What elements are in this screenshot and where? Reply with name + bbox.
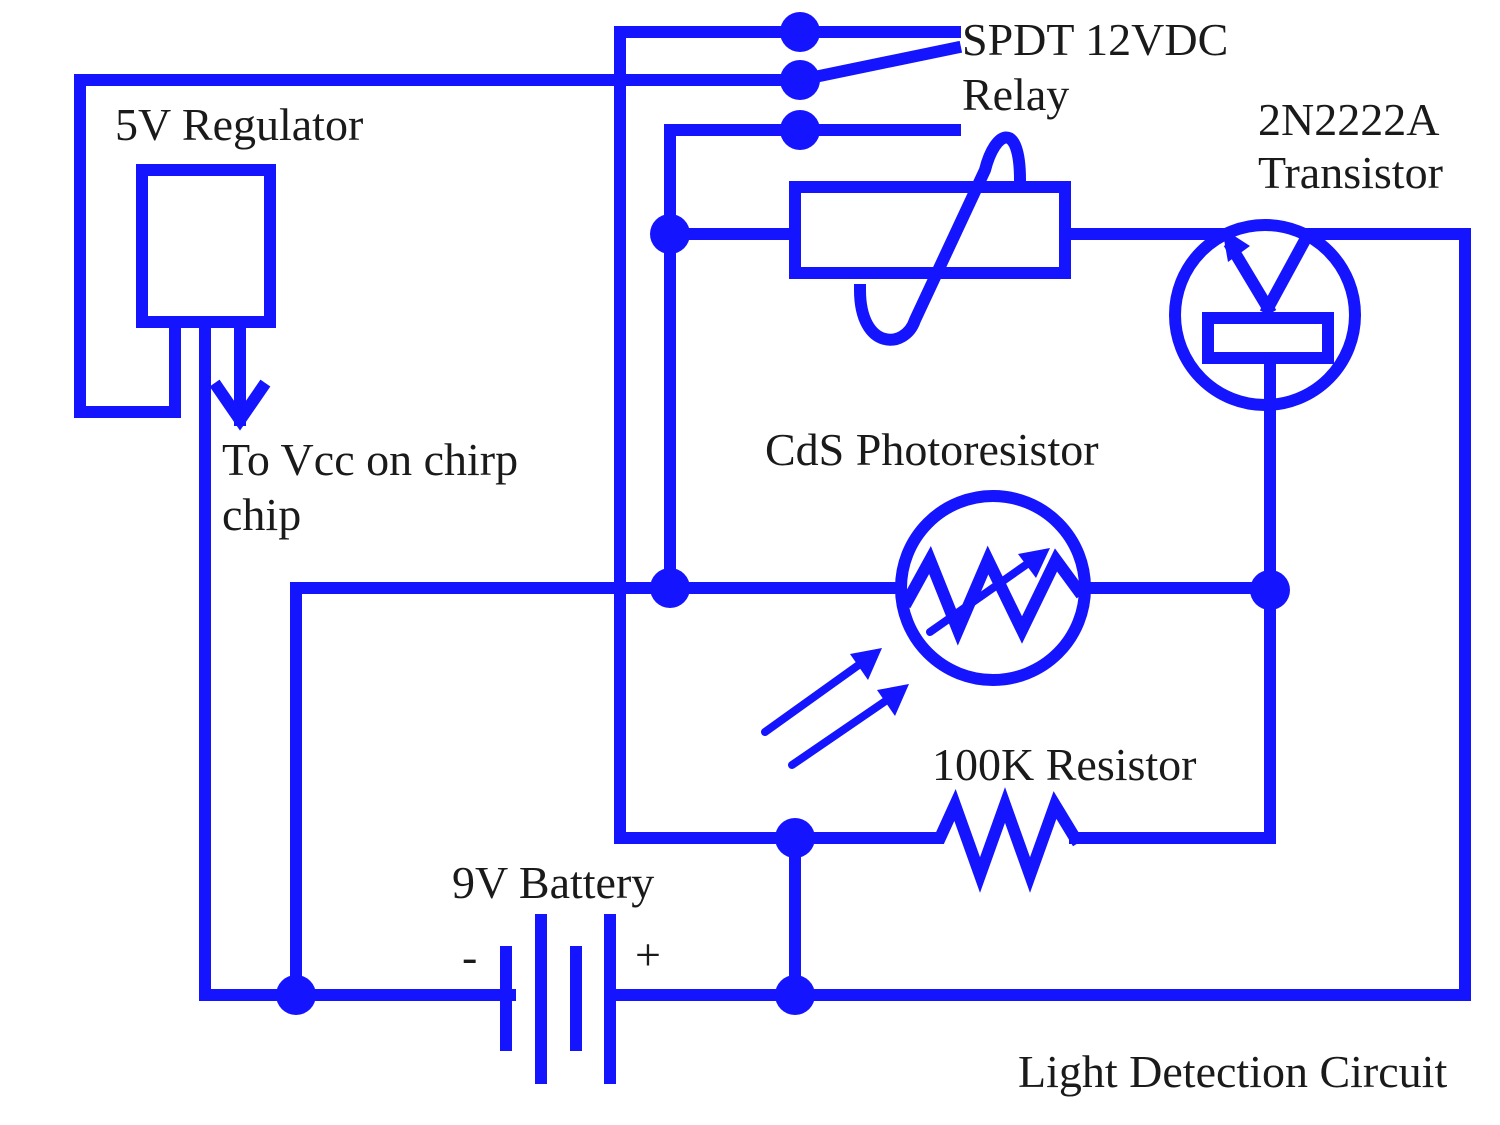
vcc-arrow-icon bbox=[209, 379, 271, 431]
relay-nc-terminal bbox=[780, 12, 820, 52]
battery bbox=[500, 832, 1471, 1084]
photoresistor-variable-arrow bbox=[926, 558, 1034, 636]
photoresistor bbox=[761, 490, 1276, 769]
regulator-ground-wire bbox=[199, 316, 516, 1001]
diagram-caption: Light Detection Circuit bbox=[1018, 1046, 1447, 1097]
photoresistor-label: CdS Photoresistor bbox=[765, 424, 1099, 475]
battery-positive-label: + bbox=[635, 929, 661, 980]
battery-negative-label: - bbox=[462, 931, 477, 982]
light-ray-lower bbox=[788, 696, 891, 769]
photoresistor-circle bbox=[895, 490, 1091, 686]
variable-arrowhead-icon bbox=[1018, 548, 1050, 578]
relay-no-terminal bbox=[780, 110, 820, 150]
relay-common-terminal bbox=[780, 60, 820, 100]
transistor-collector-lead bbox=[1259, 231, 1314, 317]
relay-label-line2: Relay bbox=[962, 69, 1069, 120]
photoresistor-left-wire bbox=[290, 582, 906, 1001]
transistor-collector-wire bbox=[1304, 228, 1471, 1001]
relay-coil-body bbox=[789, 181, 1071, 279]
junction-node bbox=[775, 818, 815, 858]
junction-node bbox=[775, 975, 815, 1015]
regulator-input-wire bbox=[74, 74, 806, 418]
junction-node bbox=[1250, 570, 1290, 610]
transistor-emitter-lead bbox=[1223, 239, 1277, 317]
regulator-label: 5V Regulator bbox=[115, 99, 363, 150]
resistor-label: 100K Resistor bbox=[932, 739, 1197, 790]
transistor-base-wire bbox=[1069, 352, 1276, 844]
resistor-100k bbox=[789, 787, 1084, 893]
junction-node bbox=[276, 975, 316, 1015]
relay-label-line1: SPDT 12VDC bbox=[962, 14, 1228, 65]
relay-no-wire bbox=[664, 124, 961, 594]
transistor-label-line2: Transistor bbox=[1258, 147, 1443, 198]
light-arrow-upper-icon bbox=[850, 648, 882, 680]
battery-label: 9V Battery bbox=[452, 857, 654, 908]
relay-coil-winding bbox=[853, 131, 1027, 346]
junction-node bbox=[650, 214, 690, 254]
light-arrow-lower-icon bbox=[877, 684, 909, 716]
relay-common-switch bbox=[792, 40, 963, 88]
light-ray-upper bbox=[761, 660, 864, 736]
transistor bbox=[1059, 219, 1471, 1001]
vcc-label-line2: chip bbox=[222, 489, 301, 540]
emitter-arrow-icon bbox=[1222, 228, 1250, 262]
regulator-body bbox=[136, 164, 276, 328]
photoresistor-zigzag bbox=[899, 545, 1087, 646]
transistor-label-line1: 2N2222A bbox=[1258, 94, 1439, 145]
junction-node bbox=[650, 568, 690, 608]
vcc-label-line1: To Vcc on chirp bbox=[222, 434, 518, 485]
